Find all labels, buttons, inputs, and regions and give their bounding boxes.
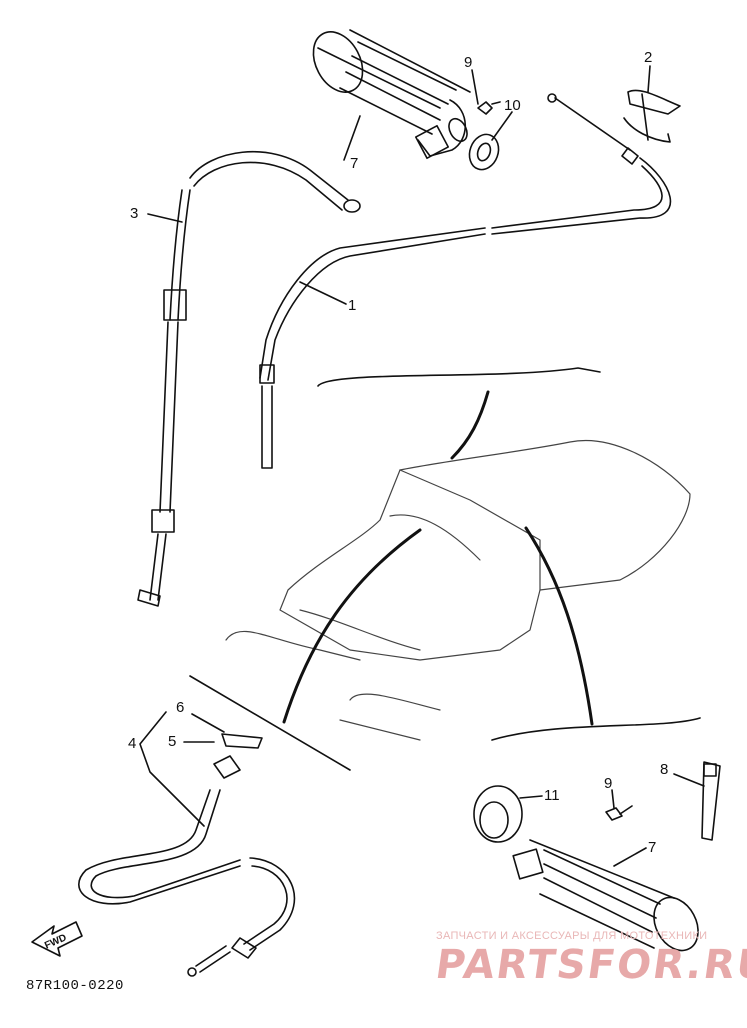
pointer-arrow-left [282,528,422,724]
callout-8: 8 [660,761,668,778]
cable-clip [623,89,681,143]
callout-5: 5 [168,733,176,750]
leader-4 [139,711,205,827]
leader-9b [611,789,615,809]
handlebar-grip-bottom [512,839,699,952]
handlebar-grip-top [312,29,471,160]
leader-2 [647,65,651,93]
callout-9-top: 9 [464,54,472,71]
leader-9a [471,69,479,105]
leader-7a [343,115,361,161]
washer [468,133,500,171]
callout-9-bottom: 9 [604,775,612,792]
frame-line-right [491,717,701,741]
frame-line-left [189,675,351,771]
leader-8 [673,773,705,787]
callout-2: 2 [644,49,652,66]
screw-top [477,101,501,115]
watermark-logo: PARTSFOR.RU [432,942,747,988]
leader-1 [299,281,347,305]
callout-4: 4 [128,735,136,752]
callout-11: 11 [544,787,560,804]
pointer-arrow-top [450,390,490,460]
leader-3 [147,213,183,223]
switch-plate [221,733,263,749]
callout-7-bottom: 7 [648,839,656,856]
callout-1: 1 [348,297,356,314]
fwd-label: FWD [43,932,68,951]
pointer-arrow-right [524,526,594,726]
callout-3: 3 [130,205,138,222]
snowmobile-body [225,440,691,741]
diagram-code: 87R100-0220 [26,978,124,994]
watermark-tagline: ЗАПЧАСТИ И АКСЕССУАРЫ ДЛЯ МОТОТЕХНИКИ [436,930,708,942]
leader-11 [519,795,543,799]
switch-cable [78,755,296,977]
leader-6 [191,713,225,733]
callout-6: 6 [176,699,184,716]
screw-bottom [605,805,633,821]
leader-10 [491,111,513,141]
throttle-cable [259,93,672,469]
frame-line-top [317,367,601,387]
grip-ring [473,785,523,843]
brake-cable [137,151,361,607]
callout-10: 10 [504,97,521,114]
leader-7b [613,847,647,867]
fwd-arrow-icon [31,921,83,957]
callout-7-top: 7 [350,155,358,172]
cable-strap [701,761,721,841]
